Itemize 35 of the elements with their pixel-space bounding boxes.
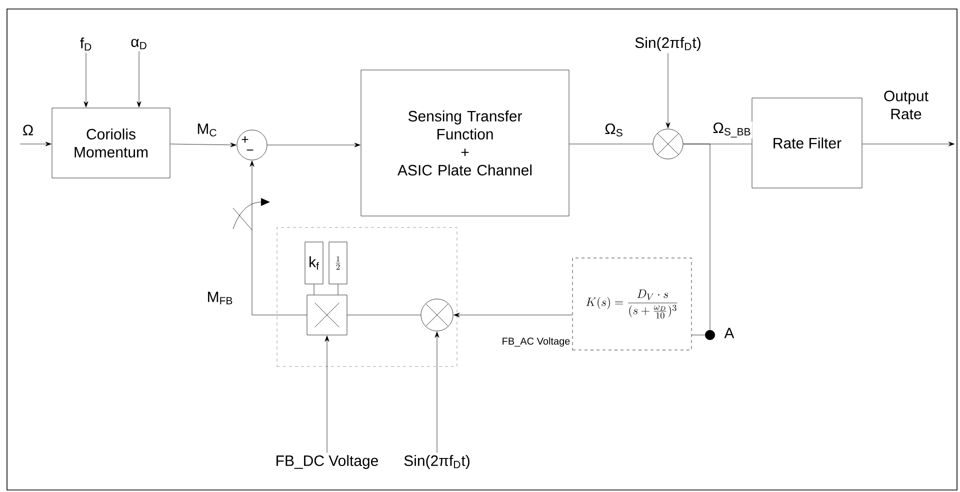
edge-label: M$_{C}$ xyxy=(196,122,218,138)
edge-label: Output Rate xyxy=(875,90,937,120)
gain-box: $\frac{1}{2}$ xyxy=(328,242,348,284)
connector-arrow xyxy=(862,142,955,146)
connector-arrow xyxy=(232,160,307,316)
node-label: A xyxy=(724,328,734,338)
process-box: Coriolis Momentum xyxy=(52,108,170,178)
multiplier-circle xyxy=(652,128,684,160)
input-label: Sin(2πf$_{D}$t) xyxy=(635,37,700,51)
transfer-function-box: $K(s)=\frac{D_V\cdot s}{(s+\frac{\omega_D}{10})^3}$ xyxy=(572,258,692,350)
connector-arrow xyxy=(136,51,142,108)
process-box: Sensing Transfer Function + ASIC Plate Channel xyxy=(360,70,570,216)
edge-label: Ω xyxy=(21,124,35,136)
multiplier-box xyxy=(306,294,348,336)
connector-arrow xyxy=(666,52,670,128)
gain-box: k$_{f}$ xyxy=(304,242,324,284)
edge-label: M$_{FB}$ xyxy=(206,290,234,306)
multiplier-circle xyxy=(420,298,454,332)
connector-arrow xyxy=(20,142,52,146)
connector-arrow xyxy=(84,52,88,108)
summing-junction: + − xyxy=(236,130,268,160)
edge-label: Ω$_{S_BB}$ xyxy=(712,122,752,138)
connector-arrow xyxy=(324,336,330,453)
input-label: FB_DC Voltage xyxy=(276,455,378,469)
edge-label: Ω$_{S}$ xyxy=(604,122,624,138)
edge-label: FB_AC Voltage xyxy=(500,336,572,348)
input-label: Sin(2πf$_{D}$t) xyxy=(404,455,470,469)
connector-arrow xyxy=(454,312,572,318)
connector-arrow xyxy=(434,332,440,453)
input-label: α$_{D}$ xyxy=(131,38,146,50)
input-label: f$_{D}$ xyxy=(80,37,92,51)
connector-arrow xyxy=(267,142,360,148)
dashed-group-box xyxy=(276,227,458,367)
connector-arrow xyxy=(170,142,236,148)
process-box: Rate Filter xyxy=(752,98,862,188)
